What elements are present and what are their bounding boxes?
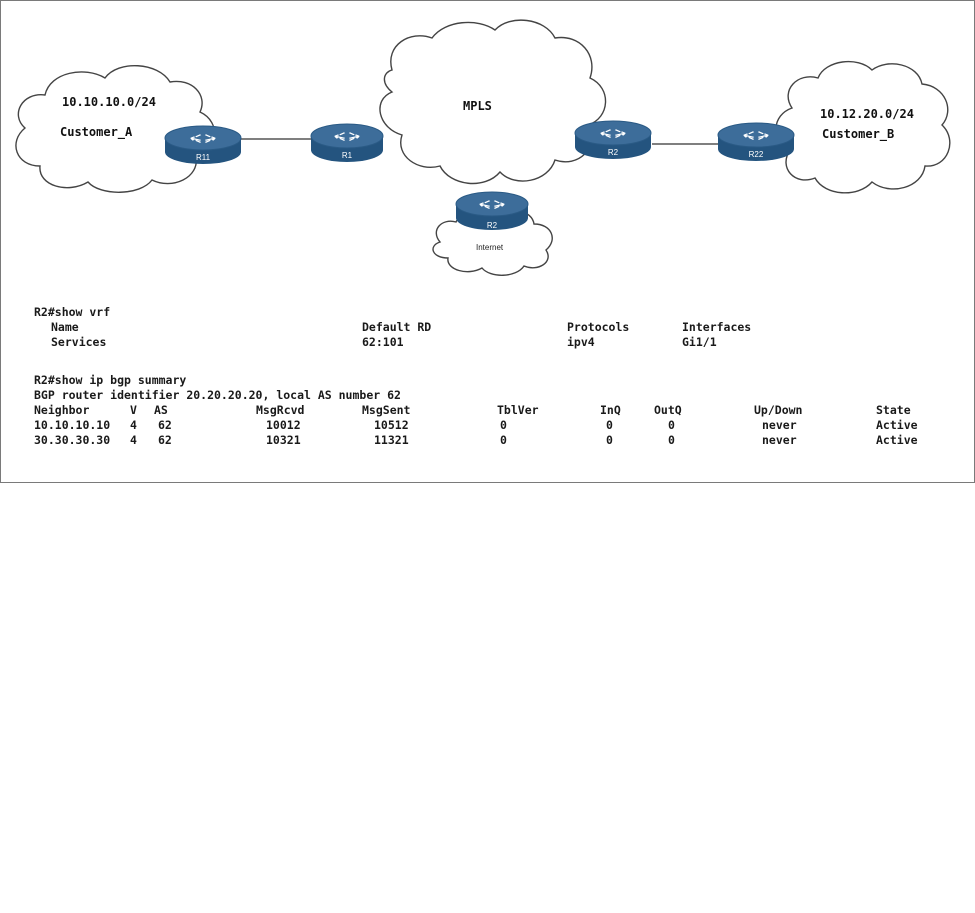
show-vrf-block: R2#show vrf Name Default RD Protocols In… xyxy=(34,305,814,355)
internet-label: Internet xyxy=(476,243,504,252)
bgp-header-as: AS xyxy=(154,403,168,417)
bgp-row-0-inq: 0 xyxy=(606,418,613,432)
bgp-row-0-updown: never xyxy=(762,418,797,432)
customer-b-name: Customer_B xyxy=(822,127,894,142)
bgp-header-outq: OutQ xyxy=(654,403,682,417)
router-r11[interactable]: R11 xyxy=(164,125,242,164)
bgp-row-1-as: 62 xyxy=(158,433,172,447)
bgp-header-neighbor: Neighbor xyxy=(34,403,90,417)
bgp-row-0-state: Active xyxy=(876,418,918,432)
vrf-header-name: Name xyxy=(51,320,79,334)
router-r2-internet-label: R2 xyxy=(487,221,498,230)
bgp-row-1-updown: never xyxy=(762,433,797,447)
vrf-header-interfaces: Interfaces xyxy=(682,320,752,334)
bgp-row-0-msgsent: 10512 xyxy=(374,418,409,432)
vrf-row-rd: 62:101 xyxy=(362,335,404,349)
bgp-row-0-outq: 0 xyxy=(668,418,675,432)
vrf-row-interfaces: Gi1/1 xyxy=(682,335,717,349)
vrf-header-rd: Default RD xyxy=(362,320,432,334)
bgp-row-1-outq: 0 xyxy=(668,433,675,447)
bgp-summary-prompt: R2#show ip bgp summary xyxy=(34,373,187,387)
bgp-row-0-as: 62 xyxy=(158,418,172,432)
vrf-row-name: Services xyxy=(51,335,107,349)
show-vrf-prompt: R2#show vrf xyxy=(34,305,111,319)
router-r22[interactable]: R22 xyxy=(717,122,795,161)
router-r1[interactable]: R1 xyxy=(310,123,384,162)
router-r2-mpls[interactable]: R2 xyxy=(574,120,652,159)
mpls-label: MPLS xyxy=(463,99,492,113)
bgp-row-1-msgrcvd: 10321 xyxy=(266,433,301,447)
bgp-summary-block: R2#show ip bgp summary BGP router identi… xyxy=(34,373,954,468)
router-r2-mpls-label: R2 xyxy=(608,148,619,157)
customer-b-subnet: 10.12.20.0/24 xyxy=(820,107,914,121)
bgp-identifier-line: BGP router identifier 20.20.20.20, local… xyxy=(34,388,401,402)
customer-a-name: Customer_A xyxy=(60,125,133,140)
bgp-header-v: V xyxy=(130,403,137,417)
bgp-header-inq: InQ xyxy=(600,403,621,417)
router-r22-label: R22 xyxy=(749,150,764,159)
router-r11-label: R11 xyxy=(196,153,211,162)
cloud-customer-b xyxy=(775,60,951,194)
customer-a-subnet: 10.10.10.0/24 xyxy=(62,95,156,109)
router-r2-internet[interactable]: R2 xyxy=(455,191,529,230)
bgp-header-state: State xyxy=(876,403,911,417)
bgp-row-0-msgrcvd: 10012 xyxy=(266,418,301,432)
bgp-header-msgrcvd: MsgRcvd xyxy=(256,403,305,417)
vrf-header-protocols: Protocols xyxy=(567,320,630,334)
bgp-row-0-v: 4 xyxy=(130,418,137,432)
bgp-row-1-neighbor: 30.30.30.30 xyxy=(34,433,111,447)
cloud-mpls xyxy=(379,19,607,185)
bgp-row-1-inq: 0 xyxy=(606,433,613,447)
bgp-row-1-v: 4 xyxy=(130,433,137,447)
bgp-row-1-state: Active xyxy=(876,433,918,447)
router-r1-label: R1 xyxy=(342,151,353,160)
bgp-row-1-msgsent: 11321 xyxy=(374,433,409,447)
bgp-row-1-tblver: 0 xyxy=(500,433,507,447)
bgp-header-tblver: TblVer xyxy=(497,403,539,417)
bgp-header-updown: Up/Down xyxy=(754,403,803,417)
bgp-row-0-neighbor: 10.10.10.10 xyxy=(34,418,111,432)
bgp-header-msgsent: MsgSent xyxy=(362,403,411,417)
vrf-row-protocols: ipv4 xyxy=(567,335,595,349)
network-topology: R11 R1 R2 R22 R2 10.10.10.0/24 Customer_… xyxy=(15,19,951,276)
bgp-row-0-tblver: 0 xyxy=(500,418,507,432)
